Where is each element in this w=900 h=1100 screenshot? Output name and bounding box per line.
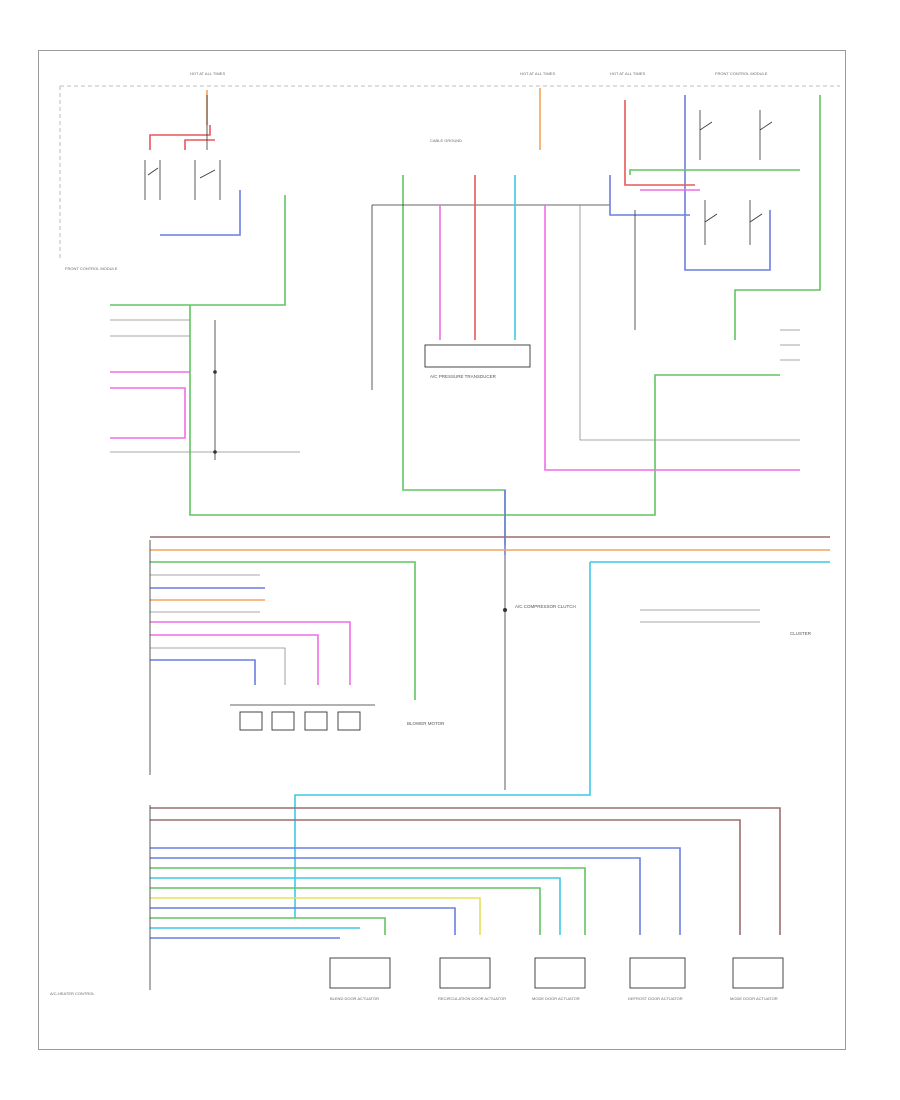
actuator-label-3: MODE DOOR ACTUATOR <box>532 996 580 1001</box>
module-left-label: FRONT CONTROL MODULE <box>65 266 118 271</box>
diagram-frame <box>38 50 846 1050</box>
door-actuators: BLEND DOOR ACTUATOR RECIRCULATION DOOR A… <box>50 957 784 1001</box>
module-left-connectors: FRONT CONTROL MODULE <box>65 195 780 516</box>
front-module-label: FRONT CONTROL MODULE <box>715 71 768 76</box>
center-devices: A/C COMPRESSOR CLUTCH BLOWER MOTOR CLUST… <box>407 555 812 790</box>
hot-label-left: HOT AT ALL TIMES <box>190 71 225 76</box>
ac-pressure-transducer: A/C PRESSURE TRANSDUCER <box>424 344 531 379</box>
actuator-label-2: RECIRCULATION DOOR ACTUATOR <box>438 996 506 1001</box>
main-harness <box>149 536 830 918</box>
relay-right <box>609 95 821 361</box>
actuator-1 <box>329 957 391 989</box>
actuator-5 <box>732 957 784 989</box>
blower-label: BLOWER MOTOR <box>407 721 445 726</box>
actuator-3 <box>534 957 586 989</box>
ac-heater-label: A/C-HEATER CONTROL <box>50 991 95 996</box>
hot-label-right: HOT AT ALL TIMES <box>610 71 645 76</box>
actuator-label-5: MODE DOOR ACTUATOR <box>730 996 778 1001</box>
actuator-label-4: DEFROST DOOR ACTUATOR <box>628 996 683 1001</box>
actuator-2 <box>439 957 491 989</box>
relay-left <box>144 90 241 236</box>
actuator-label-1: BLEND DOOR ACTUATOR <box>330 996 379 1001</box>
cable-ground-label: CABLE GROUND <box>430 138 462 143</box>
actuator-4 <box>629 957 686 989</box>
top-bus <box>59 85 840 260</box>
central-conductors <box>371 88 800 555</box>
hot-label-mid: HOT AT ALL TIMES <box>520 71 555 76</box>
ac-pressure-label: A/C PRESSURE TRANSDUCER <box>430 374 497 379</box>
sensor-row <box>230 704 375 731</box>
compressor-label: A/C COMPRESSOR CLUTCH <box>515 604 576 609</box>
cluster-label: CLUSTER <box>790 631 812 636</box>
lower-harness <box>149 805 781 990</box>
